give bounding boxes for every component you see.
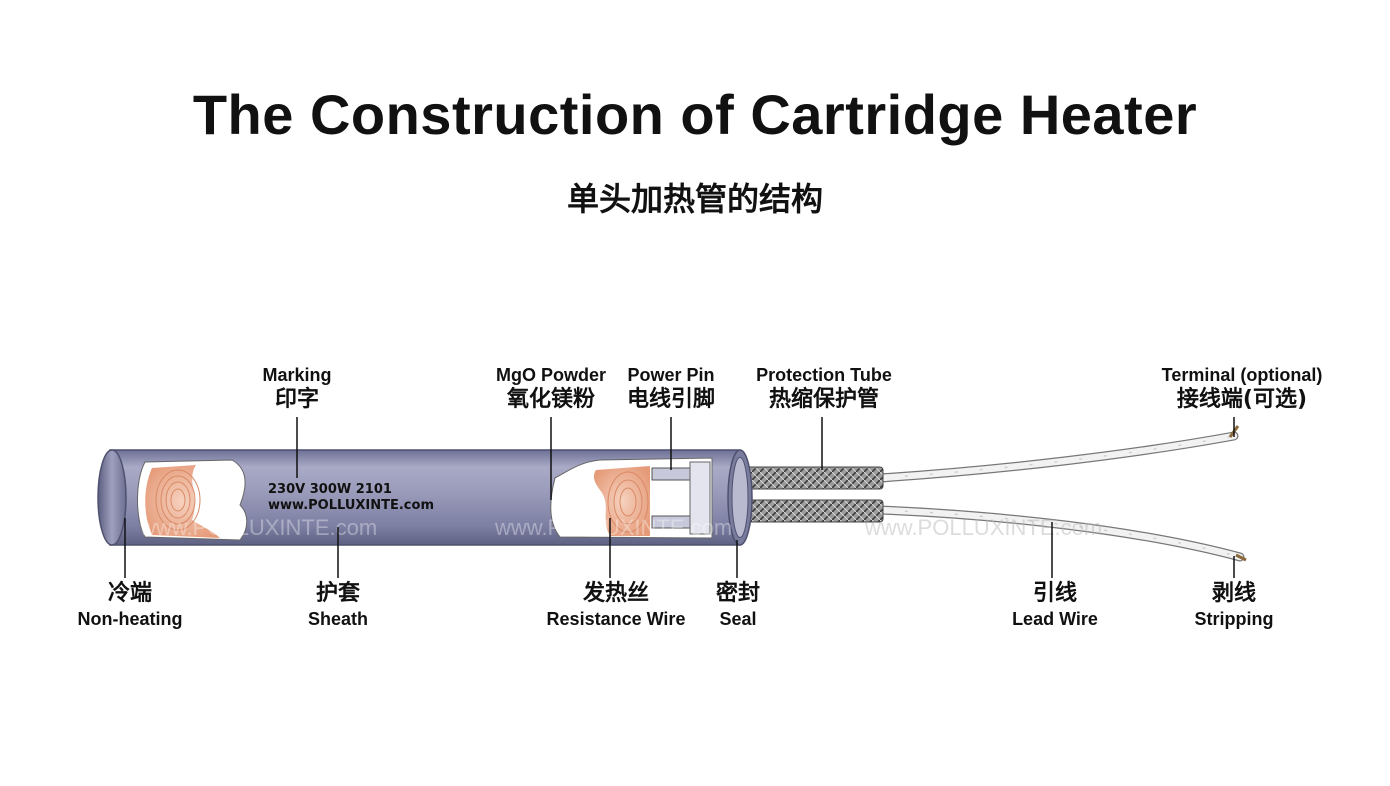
label-stripping: 剥线 Stripping bbox=[1195, 580, 1274, 630]
label-resistance-wire-cn: 发热丝 bbox=[582, 581, 649, 606]
label-resistance-wire: 发热丝 Resistance Wire bbox=[547, 580, 686, 630]
label-protection-tube-en: Protection Tube bbox=[756, 365, 892, 385]
label-terminal-en: Terminal (optional) bbox=[1161, 365, 1323, 385]
top-leader-lines bbox=[296, 417, 1235, 500]
label-non-heating-cn: 冷端 bbox=[107, 581, 152, 606]
stripped-end-bottom bbox=[1235, 553, 1247, 562]
label-non-heating-en: Non-heating bbox=[77, 609, 183, 629]
label-non-heating: 冷端 Non-heating bbox=[78, 580, 183, 630]
label-terminal: Terminal (optional) 接线端(可选) bbox=[1162, 364, 1323, 414]
label-lead-wire-cn: 引线 bbox=[1032, 581, 1077, 606]
label-terminal-cn: 接线端(可选) bbox=[1176, 387, 1308, 412]
label-stripping-cn: 剥线 bbox=[1211, 581, 1256, 606]
watermark-2: www.POLLUXINTE.com bbox=[494, 515, 732, 540]
label-power-pin: Power Pin 电线引脚 bbox=[627, 364, 715, 414]
label-seal: 密封 Seal bbox=[716, 580, 760, 630]
label-stripping-en: Stripping bbox=[1194, 609, 1274, 629]
non-heating-end-cap bbox=[97, 449, 127, 546]
lead-wires bbox=[875, 425, 1247, 562]
label-lead-wire: 引线 Lead Wire bbox=[1012, 580, 1098, 630]
marking-line-1: 230V 300W 2101 bbox=[268, 482, 392, 497]
bottom-leader-lines bbox=[124, 518, 1235, 578]
label-marking-cn: 印字 bbox=[274, 387, 320, 412]
label-protection-tube: Protection Tube 热缩保护管 bbox=[756, 364, 892, 414]
label-mgo-powder: MgO Powder 氧化镁粉 bbox=[496, 364, 606, 414]
label-marking: Marking 印字 bbox=[262, 364, 331, 414]
watermark-3: www.POLLUXINTE.com bbox=[864, 515, 1102, 540]
watermark-1: www.POLLUXINTE.com bbox=[139, 515, 377, 540]
label-sheath: 护套 Sheath bbox=[308, 580, 368, 630]
label-lead-wire-en: Lead Wire bbox=[1012, 609, 1098, 629]
marking-line-2: www.POLLUXINTE.com bbox=[268, 498, 434, 513]
label-mgo-powder-cn: 氧化镁粉 bbox=[506, 387, 596, 412]
ceramic-plug bbox=[689, 461, 711, 535]
label-mgo-powder-en: MgO Powder bbox=[495, 365, 607, 385]
label-power-pin-en: Power Pin bbox=[627, 365, 715, 385]
label-protection-tube-cn: 热缩保护管 bbox=[768, 387, 880, 412]
cutaway-left bbox=[137, 459, 248, 541]
diagram-subtitle: 单头加热管的结构 bbox=[566, 180, 823, 218]
cutaway-right bbox=[550, 457, 713, 539]
label-seal-cn: 密封 bbox=[715, 581, 761, 606]
label-marking-en: Marking bbox=[262, 365, 332, 385]
protection-tubes bbox=[746, 466, 884, 523]
diagram-title: The Construction of Cartridge Heater bbox=[192, 83, 1198, 146]
label-power-pin-cn: 电线引脚 bbox=[626, 387, 716, 412]
label-resistance-wire-en: Resistance Wire bbox=[546, 609, 686, 629]
label-sheath-en: Sheath bbox=[307, 609, 369, 629]
label-seal-en: Seal bbox=[719, 609, 757, 629]
label-sheath-cn: 护套 bbox=[315, 581, 361, 606]
